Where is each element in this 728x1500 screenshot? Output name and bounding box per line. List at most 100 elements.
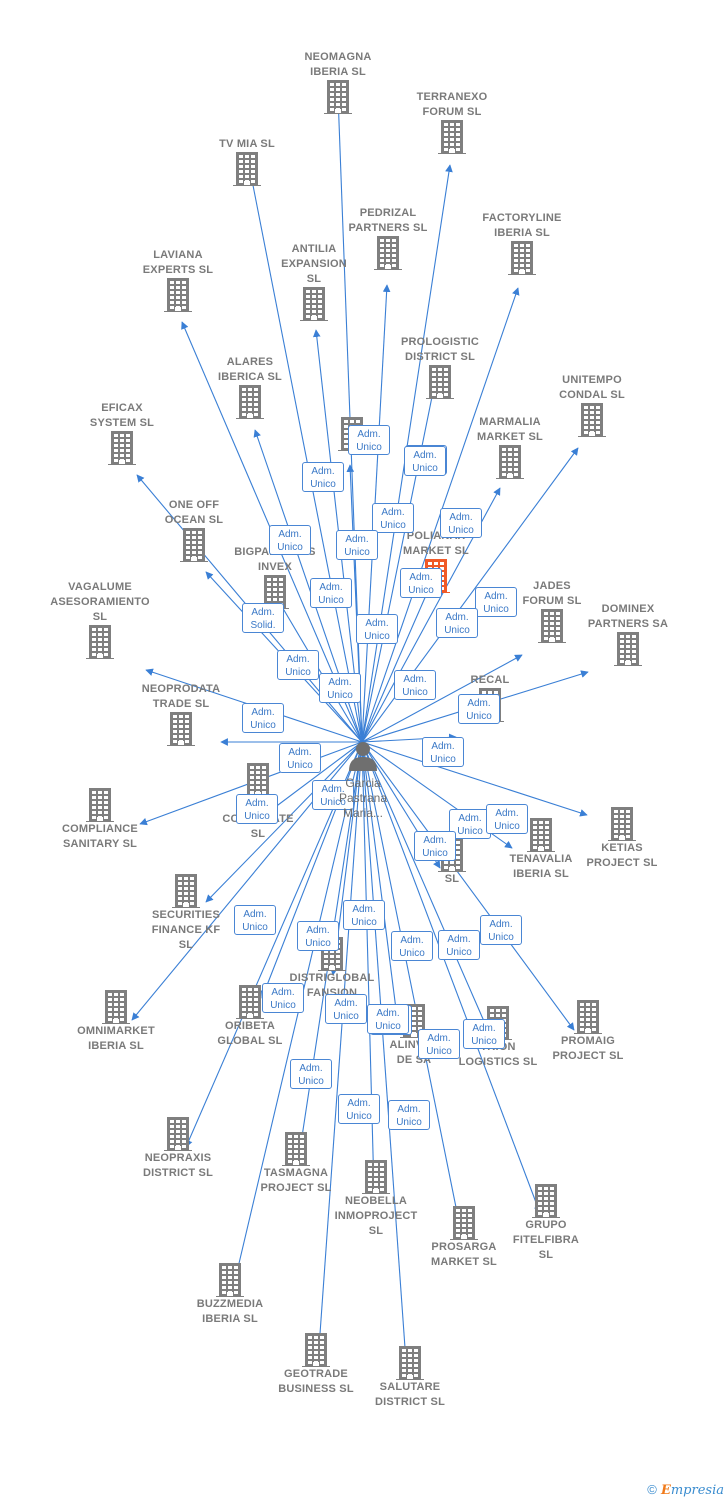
- relation-badge[interactable]: Adm. Unico: [440, 508, 482, 538]
- relation-badge[interactable]: Adm. Unico: [269, 525, 311, 555]
- building-icon[interactable]: [614, 632, 642, 666]
- building-icon[interactable]: [233, 152, 261, 186]
- relation-badge[interactable]: Adm. Unico: [388, 1100, 430, 1130]
- company-node[interactable]: EFICAX SYSTEM SL: [62, 401, 182, 465]
- company-label[interactable]: FACTORYLINE IBERIA SL: [482, 212, 562, 239]
- company-node[interactable]: PEDRIZAL PARTNERS SL: [328, 206, 448, 270]
- building-icon[interactable]: [538, 609, 566, 643]
- company-label[interactable]: PROSARGA MARKET SL: [431, 1241, 497, 1268]
- company-label[interactable]: ORIBETA GLOBAL SL: [217, 1020, 283, 1047]
- relation-badge[interactable]: Adm. Unico: [458, 694, 500, 724]
- company-node[interactable]: MARMALIA MARKET SL: [450, 415, 570, 479]
- company-label[interactable]: PROMAIG PROJECT SL: [552, 1035, 624, 1062]
- company-label[interactable]: SECURITIES FINANCE KF SL: [151, 909, 221, 951]
- building-icon[interactable]: [167, 712, 195, 746]
- relation-badge[interactable]: Adm. Unico: [262, 983, 304, 1013]
- relation-badge[interactable]: Adm. Unico: [336, 530, 378, 560]
- company-node[interactable]: NEOMAGNA IBERIA SL: [278, 50, 398, 114]
- building-icon[interactable]: [362, 1160, 390, 1194]
- relation-badge[interactable]: Adm. Unico: [436, 608, 478, 638]
- company-node[interactable]: JADES FORUM SL: [492, 579, 612, 643]
- company-label[interactable]: COMPLIANCE SANITARY SL: [62, 823, 138, 850]
- building-icon[interactable]: [608, 807, 636, 841]
- building-icon[interactable]: [244, 763, 272, 797]
- company-node[interactable]: SALUTARE DISTRICT SL: [350, 1346, 470, 1410]
- relation-badge[interactable]: Adm. Unico: [394, 670, 436, 700]
- relation-badge[interactable]: Adm. Unico: [372, 503, 414, 533]
- building-icon[interactable]: [574, 1000, 602, 1034]
- building-icon[interactable]: [236, 385, 264, 419]
- company-node[interactable]: TV MIA SL: [187, 137, 307, 186]
- relation-badge[interactable]: Adm. Unico: [367, 1004, 409, 1034]
- relation-badge[interactable]: Adm. Unico: [480, 915, 522, 945]
- relation-badge[interactable]: Adm. Unico: [234, 905, 276, 935]
- building-icon[interactable]: [164, 278, 192, 312]
- company-label[interactable]: BUZZMEDIA IBERIA SL: [196, 1298, 264, 1325]
- building-icon[interactable]: [180, 528, 208, 562]
- building-icon[interactable]: [532, 1184, 560, 1218]
- relation-badge[interactable]: Adm. Unico: [338, 1094, 380, 1124]
- building-icon[interactable]: [527, 818, 555, 852]
- company-node[interactable]: OMNIMARKET IBERIA SL: [56, 990, 176, 1054]
- relation-badge[interactable]: Adm. Unico: [438, 930, 480, 960]
- company-node[interactable]: BUZZMEDIA IBERIA SL: [170, 1263, 290, 1327]
- company-node[interactable]: LAVIANA EXPERTS SL: [118, 248, 238, 312]
- relation-badge[interactable]: Adm. Unico: [236, 794, 278, 824]
- building-icon[interactable]: [164, 1117, 192, 1151]
- building-icon[interactable]: [300, 287, 328, 321]
- relation-badge[interactable]: Adm. Unico: [302, 462, 344, 492]
- company-node[interactable]: ONE OFF OCEAN SL: [134, 498, 254, 562]
- relation-badge[interactable]: Adm. Unico: [279, 743, 321, 773]
- relation-badge[interactable]: Adm. Unico: [356, 614, 398, 644]
- relation-badge[interactable]: Adm. Unico: [486, 804, 528, 834]
- company-node[interactable]: PROLOGISTIC DISTRICT SL: [380, 335, 500, 399]
- company-label[interactable]: VAGALUME ASESORAMIENTO SL: [50, 581, 150, 623]
- relation-badge[interactable]: Adm. Unico: [404, 446, 446, 476]
- company-label[interactable]: TERRANEXO FORUM SL: [416, 91, 488, 118]
- company-label[interactable]: NEOPRAXIS DISTRICT SL: [142, 1152, 214, 1179]
- building-icon[interactable]: [324, 80, 352, 114]
- building-icon[interactable]: [102, 990, 130, 1024]
- company-label[interactable]: DOMINEX PARTNERS SA: [587, 603, 669, 630]
- company-node[interactable]: NEOBELLA INMOPROJECT SL: [316, 1160, 436, 1239]
- company-node[interactable]: KETIAS PROJECT SL: [562, 807, 682, 871]
- building-icon[interactable]: [438, 120, 466, 154]
- company-node[interactable]: GEOTRADE BUSINESS SL: [256, 1333, 376, 1397]
- company-label[interactable]: PROLOGISTIC DISTRICT SL: [401, 336, 479, 363]
- company-node[interactable]: FACTORYLINE IBERIA SL: [462, 211, 582, 275]
- company-label[interactable]: TASMAGNA PROJECT SL: [260, 1167, 332, 1194]
- building-icon[interactable]: [86, 625, 114, 659]
- building-icon[interactable]: [216, 1263, 244, 1297]
- building-icon[interactable]: [496, 445, 524, 479]
- building-icon[interactable]: [508, 241, 536, 275]
- company-label[interactable]: LAVIANA EXPERTS SL: [142, 249, 214, 276]
- relation-badge[interactable]: Adm. Unico: [325, 994, 367, 1024]
- company-label[interactable]: RECAL: [470, 674, 510, 686]
- company-label[interactable]: EFICAX SYSTEM SL: [89, 402, 155, 429]
- relation-badge[interactable]: Adm. Unico: [400, 568, 442, 598]
- company-label[interactable]: NEOMAGNA IBERIA SL: [304, 51, 372, 78]
- relation-badge[interactable]: Adm. Unico: [310, 578, 352, 608]
- relation-badge[interactable]: Adm. Unico: [422, 737, 464, 767]
- relation-badge[interactable]: Adm. Unico: [348, 425, 390, 455]
- company-label[interactable]: NEOBELLA INMOPROJECT SL: [334, 1195, 418, 1237]
- company-label[interactable]: GEOTRADE BUSINESS SL: [278, 1368, 354, 1395]
- company-label[interactable]: ONE OFF OCEAN SL: [164, 499, 224, 526]
- company-label[interactable]: ALARES IBERICA SL: [218, 356, 282, 383]
- company-node[interactable]: SECURITIES FINANCE KF SL: [126, 874, 246, 953]
- company-label[interactable]: MARMALIA MARKET SL: [477, 416, 543, 443]
- building-icon[interactable]: [302, 1333, 330, 1367]
- company-label[interactable]: JADES FORUM SL: [522, 580, 582, 607]
- building-icon[interactable]: [578, 403, 606, 437]
- company-node[interactable]: UNITEMPO CONDAL SL: [532, 373, 652, 437]
- relation-badge[interactable]: Adm. Solid.: [242, 603, 284, 633]
- company-label[interactable]: NEOPRODATA TRADE SL: [141, 683, 221, 710]
- company-node[interactable]: GRUPO FITELFIBRA SL: [486, 1184, 606, 1263]
- relation-badge[interactable]: Adm. Unico: [242, 703, 284, 733]
- company-node[interactable]: ANTILIA EXPANSION SL: [254, 242, 374, 321]
- relation-badge[interactable]: Adm. Unico: [449, 809, 491, 839]
- company-label[interactable]: TENAVALIA IBERIA SL: [509, 853, 573, 880]
- company-node[interactable]: TASMAGNA PROJECT SL: [236, 1132, 356, 1196]
- person-icon[interactable]: [343, 740, 383, 772]
- building-icon[interactable]: [236, 985, 264, 1019]
